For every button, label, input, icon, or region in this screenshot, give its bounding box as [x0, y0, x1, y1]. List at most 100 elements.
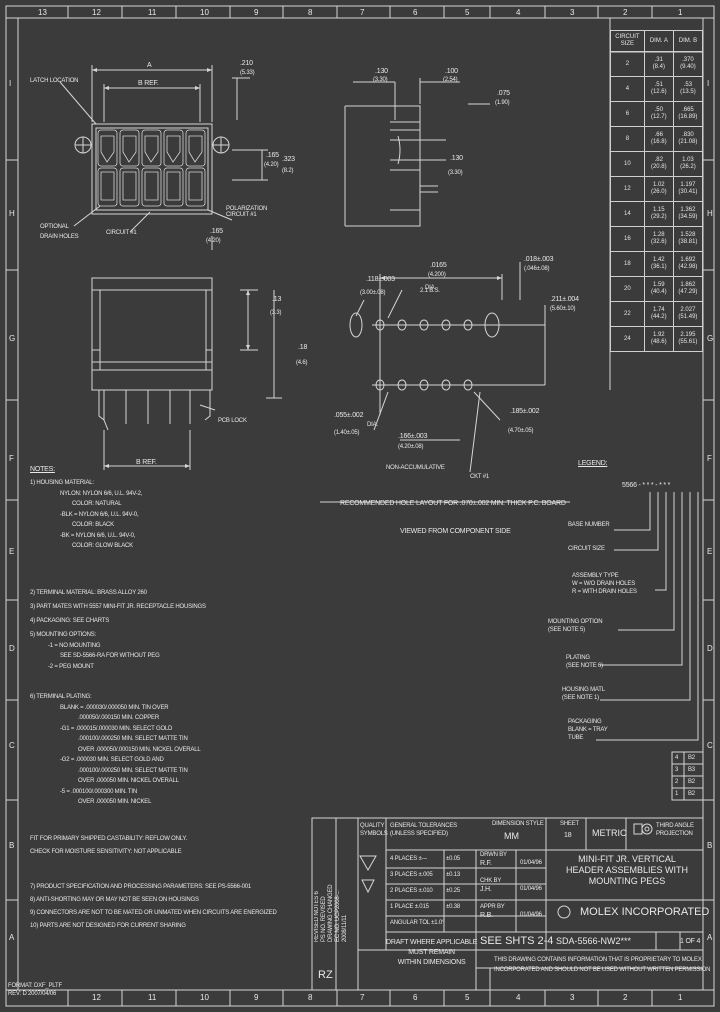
note-line: .000050/.000150 MIN. COPPER	[78, 715, 159, 721]
row-label: I	[707, 79, 710, 88]
note-line: 9) CONNECTORS ARE NOT TO BE MATED OR UNM…	[30, 910, 277, 916]
col-label: 7	[360, 993, 365, 1002]
note-line: .000100/.000250 MIN. SELECT MATTE TIN	[78, 767, 188, 774]
viewed-from-component-side: VIEWED FROM COMPONENT SIDE	[400, 528, 511, 535]
row-label: I	[9, 79, 12, 88]
side-dim-130: .130	[375, 68, 388, 75]
note-line: 2) TERMINAL MATERIAL: BRASS ALLOY 260	[30, 590, 147, 596]
note-line: -BK = NYLON 6/6, U.L. 94V-0,	[60, 532, 136, 539]
table-row: 10.82 (20.8)1.03 (26.2)	[610, 151, 704, 177]
dim-b-ref: B REF.	[138, 80, 159, 87]
recommended-hole-layout: RECOMMENDED HOLE LAYOUT FOR .070±.002 MI…	[340, 500, 566, 507]
col-label: 4	[516, 8, 521, 17]
col-label: 8	[308, 8, 313, 17]
drawn-by: R.F.	[480, 860, 492, 867]
table-cell: .66 (16.8)	[643, 126, 674, 152]
header-dim-a: DIM. A	[643, 30, 674, 52]
table-cell: 1.362 (34.59)	[672, 201, 704, 227]
row-label: E	[707, 547, 713, 556]
rev-letter: RZ	[318, 969, 333, 981]
note-line: 3) PART MATES WITH 5557 MINI-FIT JR. REC…	[30, 604, 206, 610]
col-label: 9	[254, 8, 259, 17]
layout-dim-7-mm: (4.20±.08)	[398, 444, 424, 450]
pcb-lock-label: PCB LOCK	[218, 418, 247, 424]
layout-dim-2: 2.1 B.S.	[420, 288, 440, 294]
dimension-style: MM	[504, 831, 519, 841]
side-dim-100-mm: (2.54)	[443, 77, 458, 83]
checked-by-label: CHK BY	[480, 878, 502, 884]
circuit-table-body: 2.31 (8.4).370 (9.40)4.51 (12.6).53 (13.…	[610, 51, 704, 352]
revision-notes: REVISED NOTES 6 PS NO. REVISED DRAWING C…	[314, 884, 348, 942]
row-label: C	[707, 741, 713, 750]
note-line: .000100/.000250 MIN. SELECT MATTE TIN	[78, 736, 188, 742]
rev-cell: B3	[688, 767, 695, 773]
header-circuit-size: CIRCUIT SIZE	[610, 30, 645, 52]
table-cell: .53 (13.5)	[672, 76, 704, 102]
table-cell: .50 (12.7)	[643, 101, 674, 127]
row-label: F	[9, 454, 14, 463]
col-label: 5	[465, 8, 470, 17]
table-cell: 1.59 (40.4)	[643, 276, 674, 302]
circuit-size-table: CIRCUIT SIZE DIM. A DIM. B 2.31 (8.4).37…	[610, 30, 704, 352]
note-line: -1 = NO MOUNTING	[48, 642, 101, 649]
layout-dia: DIA.	[425, 285, 436, 291]
table-cell: .51 (12.6)	[643, 76, 674, 102]
non-accumulative: NON-ACCUMULATIVE	[386, 465, 445, 471]
side-dim-130b-mm: (3.30)	[448, 170, 463, 176]
layout-dim-8: .185±.002	[510, 408, 540, 415]
table-cell: .370 (9.40)	[672, 51, 704, 77]
note-line: COLOR: NATURAL	[72, 501, 122, 507]
table-cell: 22	[610, 301, 645, 327]
dim-165b-mm: (4.20)	[206, 238, 221, 244]
rev-cell: B2	[688, 791, 695, 797]
quality-symbols: QUALITY SYMBOLS	[360, 823, 388, 837]
table-cell: 2	[610, 51, 645, 77]
table-row: 8.66 (16.8).830 (21.08)	[610, 126, 704, 152]
table-cell: 1.02 (26.0)	[643, 176, 674, 202]
front-dim-18-mm: (4.6)	[296, 360, 308, 366]
legend-title: LEGEND:	[578, 460, 608, 467]
rev-cell: 3	[675, 767, 679, 773]
tol-row: ANGULAR TOL ±1.0°	[390, 920, 445, 926]
table-cell: 1.692 (42.98)	[672, 251, 704, 277]
table-cell: 1.92 (48.6)	[643, 326, 674, 352]
table-cell: 6	[610, 101, 645, 127]
front-dim-18: .18	[298, 344, 308, 351]
latch-location: LATCH LOCATION	[30, 78, 79, 84]
table-row: 4.51 (12.6).53 (13.5)	[610, 76, 704, 102]
note-line: OVER .000050 MIN. NICKEL	[78, 799, 152, 805]
general-tolerances: GENERAL TOLERANCES (UNLESS SPECIFIED)	[390, 823, 457, 837]
rev-cell: 1	[675, 791, 679, 797]
row-label: B	[9, 841, 15, 850]
table-cell: 24	[610, 326, 645, 352]
optional-label: OPTIONAL	[40, 224, 69, 230]
note-line: 8) ANTI-SHORTING MAY OR MAY NOT BE SEEN …	[30, 897, 199, 903]
dim-210: .210	[240, 60, 253, 67]
notes-heading: NOTES:	[30, 466, 55, 473]
dim-165b: .165	[210, 228, 223, 235]
table-cell: 1.28 (32.6)	[643, 226, 674, 252]
note-line: 5) MOUNTING OPTIONS:	[30, 632, 97, 638]
col-label: 2	[623, 8, 628, 17]
format-footer: FORMAT: DXF_PLTF REV: D 2007/04/06	[8, 983, 62, 997]
table-cell: 2.195 (55.61)	[672, 326, 704, 352]
legend-circuit-size: CIRCUIT SIZE	[568, 546, 605, 552]
front-dim-13: .13	[272, 296, 282, 303]
product-ref: SEE SHTS 2-4	[480, 935, 554, 947]
note-line: NYLON: NYLON 6/6, U.L. 94V-2,	[60, 490, 143, 497]
table-cell: .82 (20.8)	[643, 151, 674, 177]
sheet-label: SHEET	[560, 821, 580, 827]
row-label: C	[9, 741, 15, 750]
col-label: 12	[92, 8, 101, 17]
legend-packaging: PACKAGING BLANK = TRAY TUBE	[568, 719, 608, 741]
checked-by: J.H.	[480, 886, 492, 893]
table-cell: 1.15 (29.2)	[643, 201, 674, 227]
legend-housing-matl: HOUSING MATL (SEE NOTE 1)	[562, 687, 605, 701]
layout-dim-6: .055±.002	[334, 412, 364, 419]
note-line: SEE SD-5566-RA FOR WITHOUT PEG	[60, 653, 160, 659]
tol-row: 4 PLACES ±---	[390, 856, 428, 862]
table-cell: .830 (21.08)	[672, 126, 704, 152]
col-label: 4	[516, 993, 521, 1002]
tol-val: ±0.25	[446, 888, 460, 894]
